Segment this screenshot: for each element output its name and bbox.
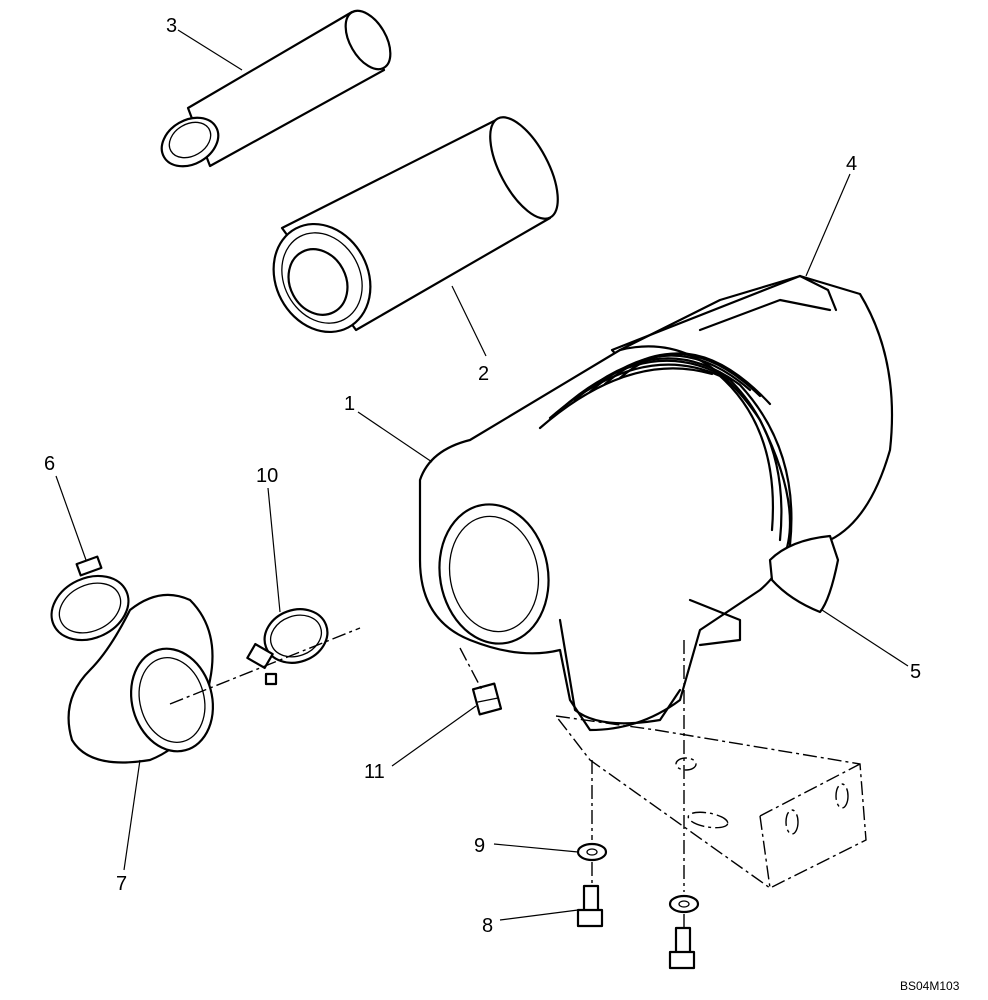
part-8-bolts [576,884,696,970]
callout-3: 3 [166,15,177,37]
callout-9: 9 [474,835,485,857]
callout-11: 11 [364,761,385,783]
callout-leaders [55,29,909,921]
part-7-elbow-hose [67,593,215,764]
part-9-washers [576,842,700,914]
callout-1: 1 [344,393,355,415]
callout-4: 4 [846,153,857,175]
callout-6: 6 [44,453,55,475]
part-6-hose-clamp [50,555,130,642]
part-1-air-cleaner-housing [418,274,894,732]
part-11-fitting [471,682,503,716]
callout-2: 2 [478,363,489,385]
part-10-hose-clamp [246,608,329,686]
callout-7: 7 [116,873,127,895]
assembly-centerlines [169,627,685,928]
part-2-main-filter [272,116,559,334]
callout-8: 8 [482,915,493,937]
drawing-code: BS04M103 [900,979,960,993]
callout-10: 10 [256,465,278,487]
callout-5: 5 [910,661,921,683]
part-3-inner-filter [160,9,392,168]
mounting-bracket [554,715,867,889]
